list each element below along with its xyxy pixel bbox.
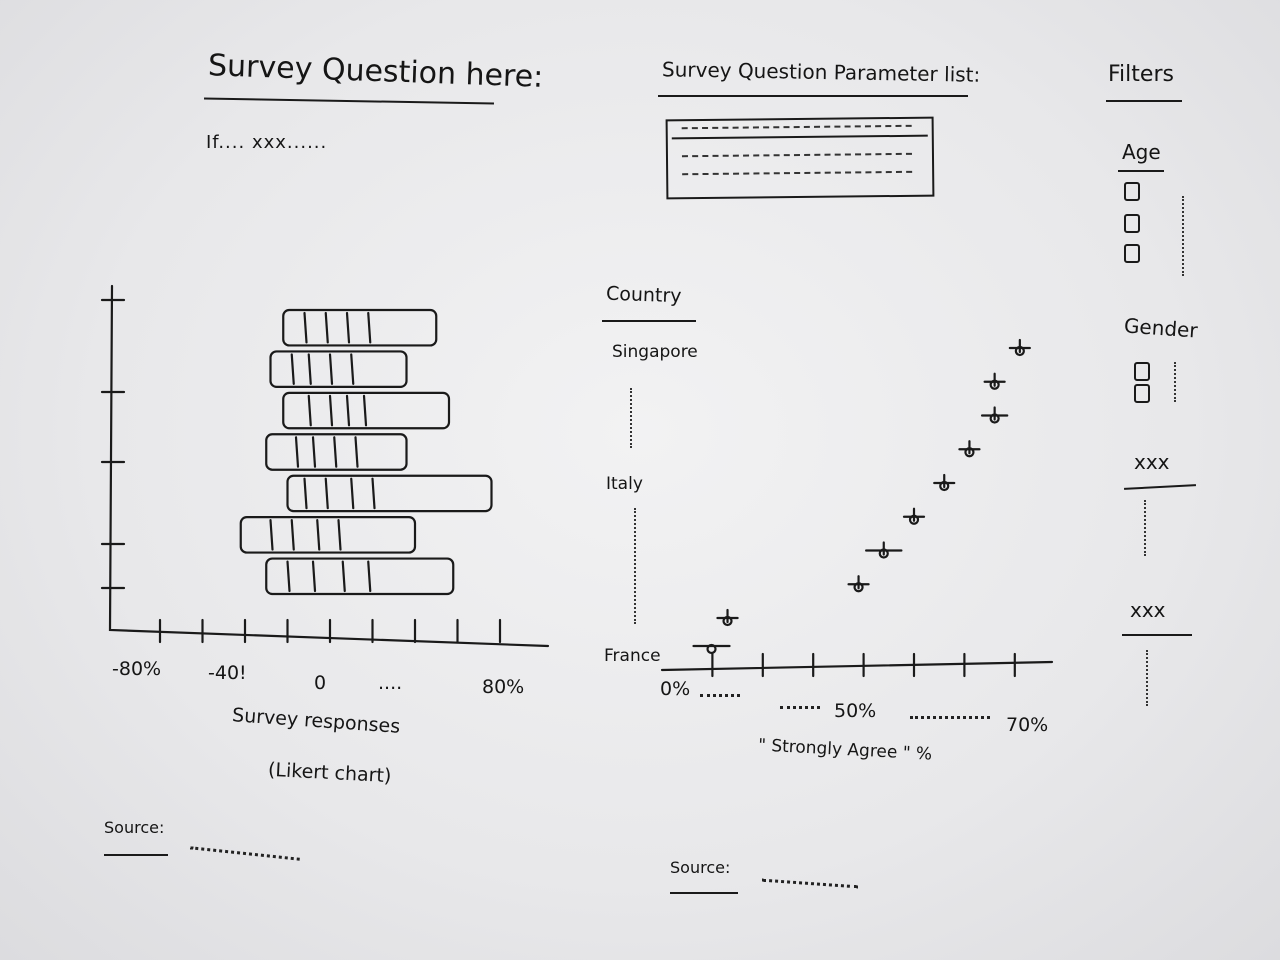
left-source-label: Source: [104, 818, 165, 837]
filter-age-title: Age [1122, 140, 1161, 164]
likert-bar-segment-divider [324, 311, 329, 344]
likert-bar-segment-divider [333, 436, 338, 468]
dot-tick-label: 0% [660, 678, 691, 700]
likert-bar-segment-divider [311, 560, 317, 593]
likert-bar-segment-divider [371, 477, 376, 510]
likert-bar-segment-divider [307, 353, 312, 385]
likert-bar [286, 474, 493, 513]
likert-bar [282, 308, 438, 347]
filters-title: Filters [1108, 62, 1174, 87]
dot-tick-filler [700, 694, 740, 697]
dot-plot-x-axis [660, 660, 1054, 672]
country-axis-underline [602, 320, 696, 322]
likert-tick-label: -40! [208, 662, 247, 684]
dot-plot-point [1014, 345, 1025, 357]
likert-bar-segment-divider [341, 560, 346, 593]
likert-axes [100, 284, 550, 648]
likert-bar-segment-divider [311, 436, 317, 468]
dot-plot-axes [660, 652, 1054, 678]
filter-age-checkbox[interactable] [1124, 244, 1140, 263]
likert-tick-label: -80% [112, 658, 162, 680]
dot-plot-points [692, 338, 1031, 655]
country-label-italy: Italy [606, 474, 643, 494]
likert-bar-segment-divider [290, 519, 295, 551]
likert-bar-segment-divider [324, 477, 329, 510]
dot-plot-point [908, 514, 920, 525]
likert-bar-segment-divider [350, 353, 355, 385]
filter-xxx-more-dots [1144, 500, 1146, 556]
likert-bar-segment-divider [286, 560, 291, 593]
filter-age-checkbox[interactable] [1124, 214, 1140, 233]
right-title-underline [658, 95, 968, 97]
likert-bars [239, 308, 493, 596]
likert-bar-segment-divider [316, 519, 321, 551]
likert-bar [265, 433, 408, 471]
filter-age-more-dots [1182, 196, 1184, 276]
filter-xxx-title: xxx [1134, 450, 1170, 474]
filter-xxx-title: xxx [1130, 598, 1166, 622]
dot-tick-filler [910, 716, 990, 719]
likert-bar-segment-divider [307, 394, 312, 427]
country-label-france: France [604, 646, 661, 666]
likert-bar-segment-divider [269, 519, 274, 551]
filter-gender-checkbox[interactable] [1134, 362, 1150, 381]
survey-question-text: If.... xxx...... [206, 132, 328, 153]
dot-tick-filler [780, 706, 820, 709]
left-source-underline [104, 854, 168, 856]
dot-plot-point [964, 447, 975, 458]
likert-bar-segment-divider [290, 353, 295, 385]
likert-bar-segment-divider [350, 477, 355, 510]
likert-axis-line [108, 284, 550, 648]
filter-xxx-underline [1122, 634, 1192, 636]
filter-gender-more-dots [1174, 362, 1176, 402]
likert-bar [239, 516, 417, 554]
dot-tick-label: 50% [834, 700, 877, 722]
right-source-label: Source: [670, 858, 731, 877]
likert-tick-label: .... [378, 672, 403, 694]
likert-bar-segment-divider [303, 311, 308, 344]
likert-bar-segment-divider [328, 394, 334, 427]
likert-bar-segment-divider [294, 436, 300, 468]
likert-bar-segment-divider [345, 394, 351, 427]
likert-bar-segment-divider [337, 519, 342, 551]
likert-bar [265, 557, 455, 596]
likert-tick-label: 0 [314, 672, 327, 694]
likert-bar [282, 391, 451, 430]
likert-bar-segment-divider [367, 560, 372, 593]
country-more-dots [634, 508, 636, 624]
likert-bar [269, 350, 408, 388]
right-source-underline [670, 892, 738, 894]
filters-underline [1106, 100, 1182, 102]
likert-bar-segment-divider [328, 353, 334, 385]
filter-age-checkbox[interactable] [1124, 182, 1140, 201]
likert-tick-label: 80% [482, 676, 525, 698]
dot-plot-point [939, 480, 950, 492]
dot-plot-point [989, 413, 1000, 424]
country-label-singapore: Singapore [612, 342, 698, 362]
filter-gender-checkbox[interactable] [1134, 384, 1150, 403]
dot-plot-point [853, 582, 864, 593]
filter-xxx-more-dots [1146, 650, 1148, 706]
likert-bar-segment-divider [367, 311, 372, 344]
likert-bar-segment-divider [354, 436, 359, 468]
dot-plot-point [989, 379, 1000, 390]
dot-plot-point [706, 643, 717, 655]
likert-bar-segment-divider [345, 311, 351, 344]
country-more-dots [630, 388, 632, 448]
filter-age-underline [1118, 170, 1164, 172]
dot-plot-point [722, 615, 733, 627]
likert-bar-segment-divider [362, 394, 368, 427]
dot-plot-point [878, 548, 889, 559]
likert-bar-segment-divider [303, 477, 308, 510]
dot-tick-label: 70% [1006, 714, 1049, 736]
